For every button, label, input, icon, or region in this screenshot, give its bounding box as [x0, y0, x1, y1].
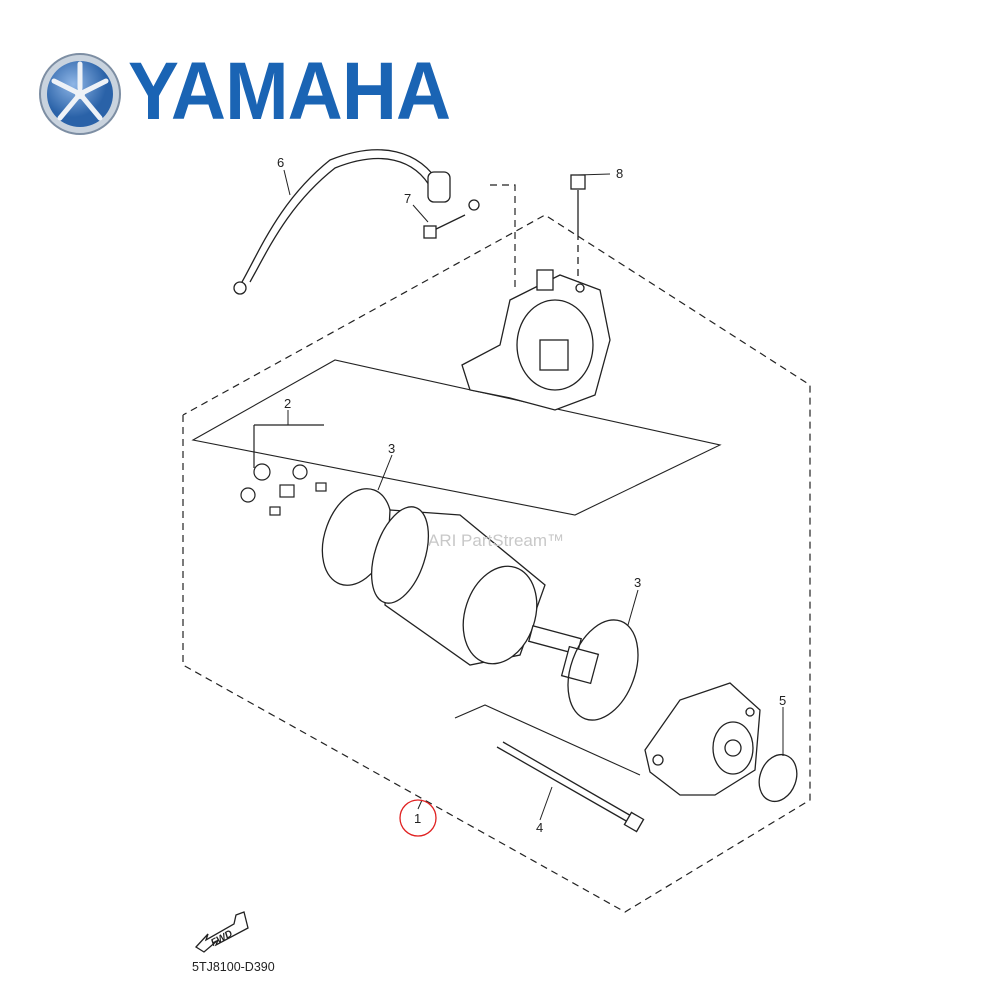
- callout-3-right[interactable]: 3: [634, 575, 641, 590]
- lead-wire-part: [233, 149, 480, 295]
- tuning-fork-emblem-icon: [39, 53, 121, 135]
- callout-1-highlight: [399, 799, 437, 837]
- screw-part: [570, 174, 586, 300]
- callout-7[interactable]: 7: [404, 191, 411, 206]
- yamaha-logo: [38, 52, 418, 135]
- callout-6[interactable]: 6: [277, 155, 284, 170]
- callout-3-left[interactable]: 3: [388, 441, 395, 456]
- callout-2[interactable]: 2: [284, 396, 291, 411]
- callout-1[interactable]: 1: [414, 811, 421, 826]
- fwd-label: FWD: [209, 928, 234, 948]
- o-ring-small-part: [758, 753, 798, 803]
- callout-5[interactable]: 5: [779, 693, 786, 708]
- front-cover-part: [644, 682, 761, 796]
- yoke-part: [370, 506, 600, 685]
- fwd-arrow-icon: FWD: [194, 911, 249, 953]
- brand-wordmark: YAMAHA: [128, 46, 451, 137]
- watermark: ARI PartStream™: [428, 531, 564, 550]
- nut-part: [423, 214, 466, 239]
- brush-plane: [191, 359, 722, 516]
- assembly-boundary: [182, 214, 811, 913]
- rear-cover-part: [461, 269, 611, 411]
- brush-set-part: [240, 424, 327, 516]
- leader-7-dashed: [490, 184, 516, 290]
- bolt-plane: [454, 704, 641, 776]
- o-ring-part: [567, 619, 639, 721]
- callout-4[interactable]: 4: [536, 820, 543, 835]
- callout-8[interactable]: 8: [616, 166, 623, 181]
- through-bolt-part: [496, 741, 645, 833]
- diagram-code: 5TJ8100-D390: [192, 960, 275, 974]
- leader-lines: [283, 169, 784, 821]
